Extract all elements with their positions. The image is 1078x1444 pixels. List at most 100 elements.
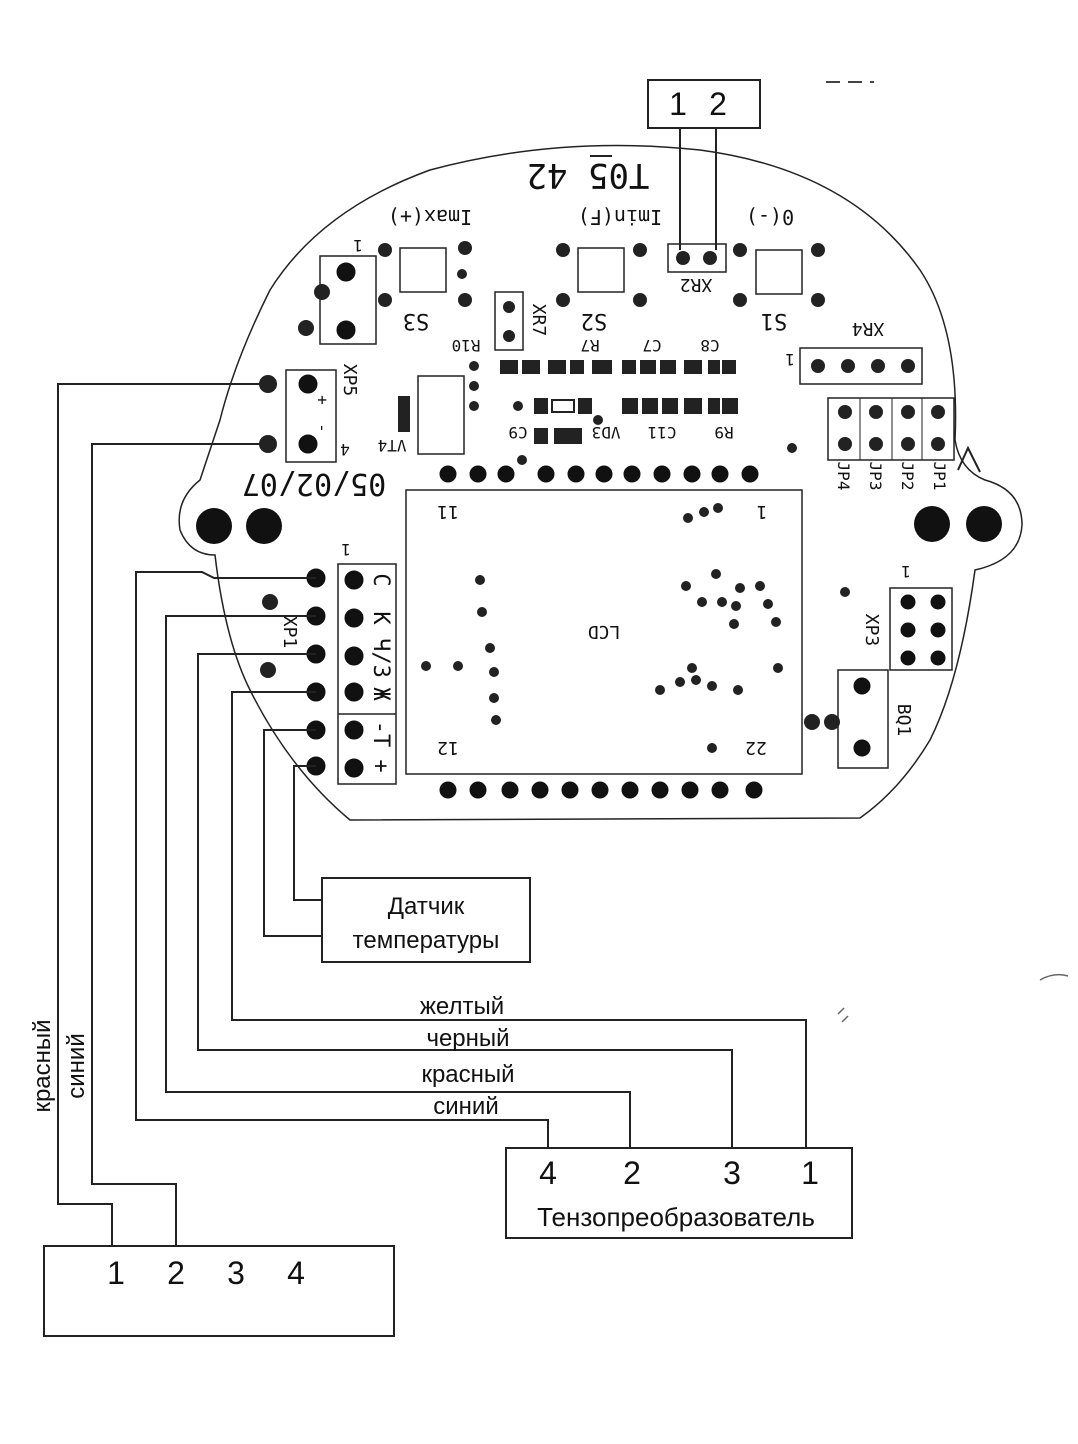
temperature-sensor-box (321, 877, 531, 963)
label-jp1: JP1 (930, 462, 949, 491)
xp5-sign-plus: + (313, 395, 332, 405)
bottom-pin-1: 1 (107, 1255, 125, 1291)
button-s3 (399, 247, 447, 293)
lcd-module (405, 489, 803, 775)
connector-xp1 (337, 563, 397, 785)
wire-xp1-k (165, 615, 631, 1148)
bottom-pin-3: 3 (227, 1255, 245, 1291)
button-pads (378, 241, 825, 307)
board-code-label: T05 42 (527, 155, 650, 195)
wire-xp1-zh (231, 691, 807, 1148)
label-bq1: BQ1 (893, 704, 914, 737)
lcd-pin12: 12 (437, 737, 459, 758)
xp1-pin-c: С (368, 573, 393, 586)
transistor-vt4 (417, 375, 465, 455)
lcd-pin11: 11 (437, 501, 459, 522)
xp1-pin-t-minus: -Т (368, 721, 393, 748)
smd-row-1 (500, 360, 736, 374)
lcd-dots (421, 503, 783, 753)
board-date: 05/02/07 (242, 466, 387, 501)
bottom-pin-4: 4 (287, 1255, 305, 1291)
top-connector-pin-1: 1 (669, 86, 687, 122)
wire-xp1-plus (293, 765, 322, 901)
label-xp3: XP3 (861, 614, 882, 647)
lcd-pin22: 22 (745, 737, 767, 758)
label-s2: S2 (581, 308, 608, 333)
label-jp2: JP2 (898, 462, 917, 491)
upper-left-pin1: 1 (353, 236, 363, 255)
label-xr7: XR7 (528, 304, 549, 337)
mounting-holes (196, 506, 1002, 544)
label-r9: R9 (714, 423, 733, 442)
xp1-pin-k: К (368, 611, 393, 625)
label-s3: S3 (403, 308, 430, 333)
label-c9: C9 (508, 423, 527, 442)
connector-xr7 (494, 291, 524, 351)
temp-sensor-line1: Датчик (388, 893, 465, 920)
label-c11: C11 (648, 423, 677, 442)
wire-xp1-c (135, 571, 549, 1148)
wire-label-blue: синий (433, 1093, 498, 1120)
label-c7: C7 (642, 336, 661, 355)
label-r7: R7 (580, 336, 599, 355)
lcd-pin1: 1 (757, 501, 768, 522)
connector-xp5 (285, 369, 337, 463)
label-s1: S1 (761, 308, 788, 333)
check-mark (957, 445, 981, 473)
misc-vias (469, 361, 850, 597)
xp1-pin-plus: + (368, 759, 393, 772)
lcd-top-pads (439, 465, 759, 483)
xp5-sign-minus: - (313, 423, 332, 433)
wire-label-black: черный (426, 1025, 509, 1052)
tenso-pin-3: 3 (723, 1155, 741, 1191)
label-vd3: VD3 (592, 423, 621, 442)
wire-xp5-plus (57, 383, 268, 1246)
xp1-pin1: 1 (341, 540, 351, 559)
wire-xp1-t (263, 729, 322, 937)
connector-xr2 (667, 243, 727, 273)
xp5-pin4: 4 (340, 440, 350, 459)
label-xp5: XP5 (339, 364, 360, 397)
label-xp1: XP1 (279, 616, 300, 649)
xp3-pin1: 1 (901, 562, 911, 581)
wire-xp1-chz (197, 653, 733, 1148)
label-r10: R10 (452, 336, 481, 355)
label-imax: Imax(+) (388, 205, 472, 229)
label-vt4: VT4 (378, 436, 407, 455)
connector-xp3 (889, 587, 953, 671)
bottom-connector-box (43, 1245, 395, 1337)
wire-label-red: красный (421, 1061, 514, 1088)
tenso-pin-4: 4 (539, 1155, 557, 1191)
smd-row-2 (534, 398, 738, 444)
label-c8: C8 (700, 336, 719, 355)
xr4-pin1: 1 (785, 350, 795, 369)
lcd-bottom-pads (439, 781, 763, 799)
tenso-pin-1: 1 (801, 1155, 819, 1191)
temp-sensor-line2: температуры (353, 927, 500, 954)
xp1-pads (260, 568, 364, 778)
label-jp3: JP3 (866, 462, 885, 491)
top-connector-box (647, 79, 761, 129)
top-connector-pin-2: 2 (709, 86, 727, 122)
jumpers-jp (827, 397, 955, 461)
tenso-pin-2: 2 (623, 1155, 641, 1191)
xp1-pin-ch-z: Ч/З (368, 638, 393, 678)
button-s2 (577, 247, 625, 293)
left-wire-label-red: красный (29, 1019, 56, 1112)
label-xr4: XR4 (852, 318, 885, 339)
tenso-box (505, 1147, 853, 1239)
tenso-label: Тензопреобразователь (537, 1202, 815, 1232)
wire-label-yellow: желтый (420, 993, 504, 1020)
button-s1 (755, 249, 803, 295)
jp-pads (838, 405, 945, 451)
label-jp4: JP4 (834, 462, 853, 491)
scan-marks (837, 973, 1069, 1023)
wire-xp5-minus (91, 443, 268, 1246)
label-zero: 0(-) (746, 205, 794, 229)
left-wire-label-blue: синий (63, 1033, 90, 1098)
connector-upper-left (319, 255, 377, 345)
label-imin: Imin(F) (578, 205, 662, 229)
xp1-pin-zh: Ж (368, 687, 393, 701)
connector-xr4 (799, 347, 923, 385)
